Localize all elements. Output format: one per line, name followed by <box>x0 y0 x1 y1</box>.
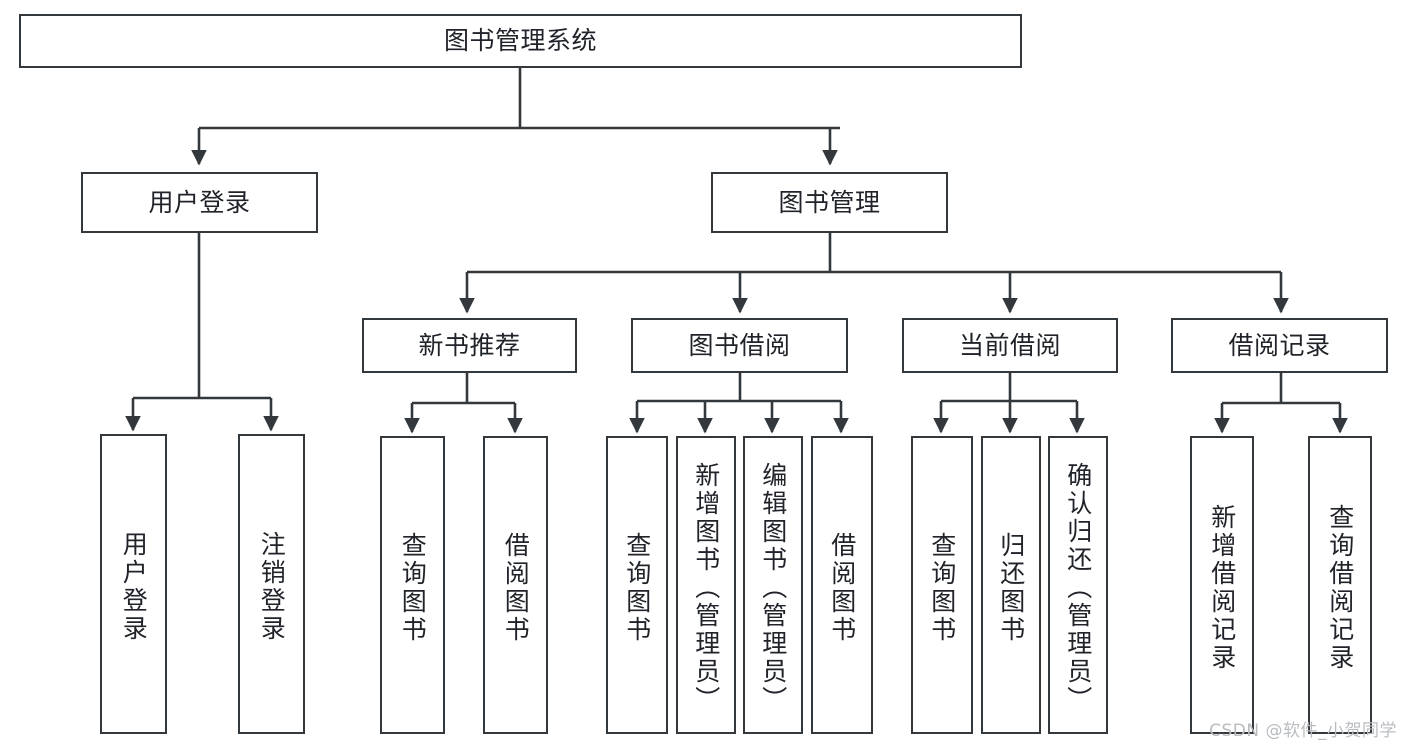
node-label: 新书推荐 <box>418 330 521 360</box>
node-label: 新增借阅记录 <box>1207 504 1237 672</box>
node-label: 借阅图书 <box>501 532 531 644</box>
node-book-management[interactable]: 图书管理 <box>711 172 948 233</box>
node-leaf-logout[interactable]: 注销登录 <box>238 434 305 734</box>
node-label: 查询图书 <box>398 532 428 644</box>
node-root-system[interactable]: 图书管理系统 <box>19 14 1022 68</box>
node-label: 查询图书 <box>927 532 957 644</box>
node-label: 新增图书（管理员） <box>691 462 721 714</box>
node-book-borrow[interactable]: 图书借阅 <box>631 318 848 373</box>
node-label: 用户登录 <box>119 531 149 643</box>
node-label: 注销登录 <box>257 531 287 643</box>
node-leaf-borrow-book[interactable]: 借阅图书 <box>811 436 873 734</box>
node-leaf-query-book-current[interactable]: 查询图书 <box>911 436 973 734</box>
node-current-borrow[interactable]: 当前借阅 <box>902 318 1118 373</box>
node-label: 借阅图书 <box>827 532 857 644</box>
node-label: 确认归还（管理员） <box>1063 462 1093 714</box>
node-label: 编辑图书（管理员） <box>758 462 788 714</box>
node-label: 借阅记录 <box>1228 330 1331 360</box>
node-label: 当前借阅 <box>958 330 1061 360</box>
node-leaf-query-book[interactable]: 查询图书 <box>606 436 668 734</box>
node-label: 查询借阅记录 <box>1325 504 1355 672</box>
node-leaf-add-borrow-record[interactable]: 新增借阅记录 <box>1190 436 1254 734</box>
node-new-book-recommend[interactable]: 新书推荐 <box>362 318 577 373</box>
node-user-login[interactable]: 用户登录 <box>81 172 318 233</box>
node-leaf-return-book[interactable]: 归还图书 <box>981 436 1041 734</box>
csdn-watermark: CSDN @软件_小贺同学 <box>1209 721 1397 741</box>
node-leaf-edit-book-admin[interactable]: 编辑图书（管理员） <box>743 436 803 734</box>
node-leaf-query-book-recommend[interactable]: 查询图书 <box>380 436 445 734</box>
node-label: 用户登录 <box>148 187 251 217</box>
node-leaf-confirm-return-admin[interactable]: 确认归还（管理员） <box>1048 436 1108 734</box>
node-label: 查询图书 <box>622 532 652 644</box>
node-label: 图书管理系统 <box>443 26 597 56</box>
node-label: 归还图书 <box>996 532 1026 644</box>
node-label: 图书管理 <box>778 187 881 217</box>
node-leaf-query-borrow-record[interactable]: 查询借阅记录 <box>1308 436 1372 734</box>
node-leaf-add-book-admin[interactable]: 新增图书（管理员） <box>676 436 736 734</box>
node-label: 图书借阅 <box>688 330 791 360</box>
node-leaf-borrow-book-recommend[interactable]: 借阅图书 <box>483 436 548 734</box>
node-leaf-user-login[interactable]: 用户登录 <box>100 434 167 734</box>
node-borrow-records[interactable]: 借阅记录 <box>1171 318 1388 373</box>
